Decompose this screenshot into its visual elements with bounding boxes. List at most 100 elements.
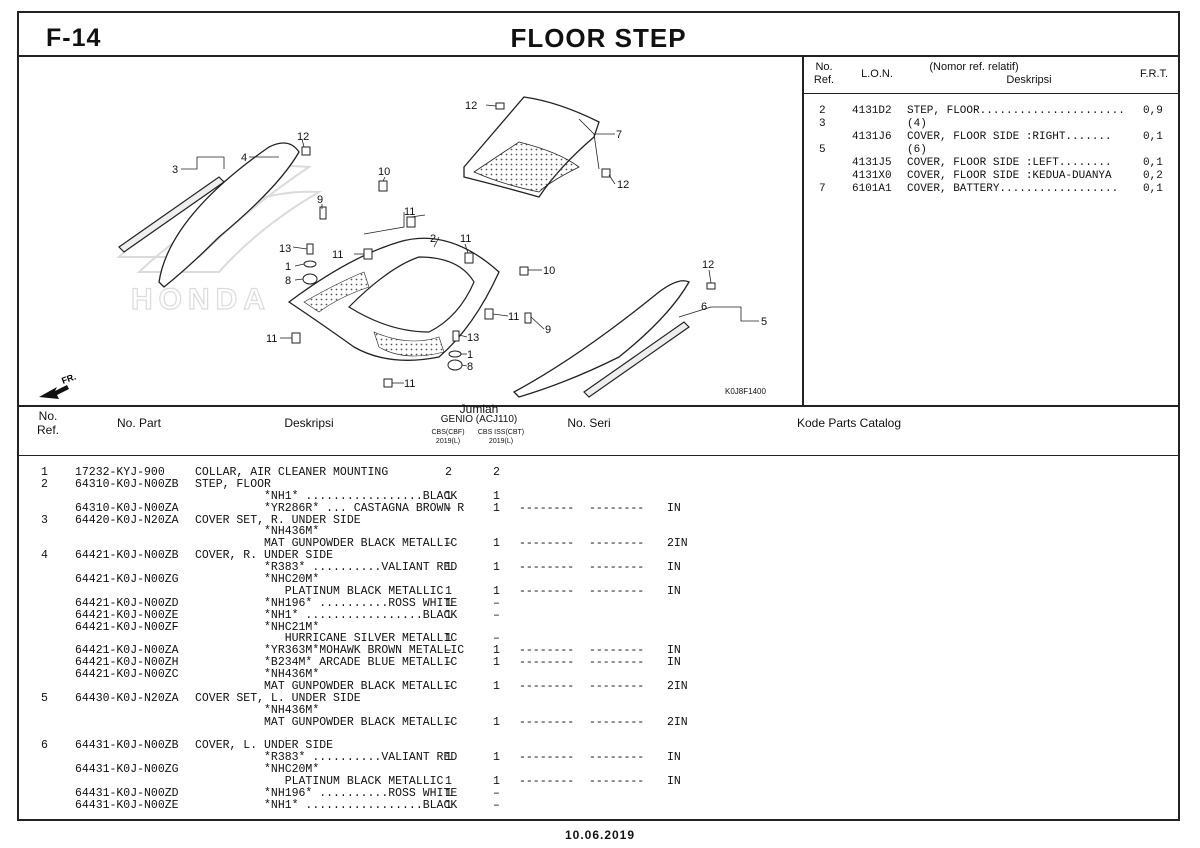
row-description: STEP, FLOOR bbox=[195, 477, 271, 491]
section-code: F-14 bbox=[46, 24, 102, 52]
bolt-12 bbox=[601, 168, 611, 178]
row-ref: 3 bbox=[41, 513, 48, 527]
callout-11: 11 bbox=[404, 206, 415, 218]
row-description: COLLAR, AIR CLEANER MOUNTING bbox=[195, 466, 389, 479]
row-qty-cbt: 1 bbox=[493, 644, 500, 658]
row-serial-from: -------- bbox=[519, 644, 575, 658]
callout-1: 1 bbox=[467, 349, 473, 361]
row-serial-from: -------- bbox=[519, 715, 575, 729]
row-part-number: 64431-K0J-N00ZE bbox=[75, 798, 179, 812]
row-serial-from: -------- bbox=[519, 584, 575, 598]
table-row: 64421-K0J-N00ZF *NHC21M* bbox=[19, 620, 1178, 634]
row-qty-cbt: – bbox=[493, 787, 500, 801]
table-row: 64421-K0J-N00ZG *NHC20M* bbox=[19, 574, 1178, 586]
table-row: 64431-K0J-N00ZE *NH1* .................B… bbox=[19, 798, 1178, 812]
row-qty-cbf: – bbox=[445, 501, 452, 515]
row-description: *B234M* ARCADE BLUE METALLIC bbox=[195, 656, 458, 670]
callout-3: 3 bbox=[172, 164, 178, 176]
page-title: FLOOR STEP bbox=[510, 23, 687, 53]
ref-row-desc: (4) bbox=[907, 118, 927, 130]
callout-10: 10 bbox=[378, 166, 390, 178]
floor-texture-right bbox=[373, 331, 445, 357]
row-part-number: 64421-K0J-N00ZF bbox=[75, 620, 179, 634]
callout-11: 11 bbox=[508, 311, 519, 323]
th-serial: No. Seri bbox=[567, 416, 611, 430]
row-qty-cbt: 1 bbox=[493, 751, 500, 765]
bolt-12 bbox=[301, 146, 311, 156]
row-description: COVER, R. UNDER SIDE bbox=[195, 549, 334, 563]
row-qty-cbf: 1 bbox=[445, 632, 452, 646]
row-serial-to: -------- bbox=[589, 775, 645, 789]
table-row: 64310-K0J-N00ZA *YR286R* ... CASTAGNA BR… bbox=[19, 501, 1178, 515]
row-qty-cbt: 1 bbox=[493, 656, 500, 670]
issue-date: 10.06.2019 bbox=[564, 828, 636, 842]
row-serial-from: -------- bbox=[519, 561, 575, 575]
row-qty-cbf: 1 bbox=[445, 584, 452, 598]
bolt-9 bbox=[319, 206, 327, 220]
ref-row-lon: 4131J6 bbox=[852, 131, 892, 143]
row-serial-to: -------- bbox=[589, 501, 645, 515]
row-description: *NH436M* bbox=[195, 525, 320, 539]
row-serial-to: -------- bbox=[589, 644, 645, 658]
row-ref: 5 bbox=[41, 691, 48, 705]
row-qty-cbt: 1 bbox=[493, 561, 500, 575]
row-serial-to: -------- bbox=[589, 751, 645, 765]
callout-11: 11 bbox=[404, 378, 415, 390]
row-qty-cbf: – bbox=[445, 537, 452, 551]
page-header: F-14 FLOOR STEP bbox=[19, 13, 1178, 57]
ref-lon-header: L.O.N. bbox=[861, 68, 893, 80]
th-part: No. Part bbox=[116, 416, 161, 430]
row-qty-cbt: 1 bbox=[493, 775, 500, 789]
row-qty-cbt: – bbox=[493, 798, 500, 812]
top-section: HONDA bbox=[19, 57, 1180, 407]
row-part-number: 64431-K0J-N00ZD bbox=[75, 787, 179, 801]
row-qty-cbt: 1 bbox=[493, 537, 500, 551]
table-row: 64421-K0J-N00ZH *B234M* ARCADE BLUE META… bbox=[19, 657, 1178, 669]
row-description: HURRICANE SILVER METALLIC bbox=[195, 632, 458, 646]
callout-10: 10 bbox=[543, 265, 555, 277]
row-serial-from: -------- bbox=[519, 680, 575, 694]
ref-row-frt: 0,1 bbox=[1143, 131, 1163, 143]
table-row: *NH436M* bbox=[19, 526, 1178, 538]
row-serial-from: -------- bbox=[519, 775, 575, 789]
row-catalog-code: IN bbox=[667, 501, 681, 515]
watermark-text: HONDA bbox=[131, 283, 271, 316]
row-ref: 6 bbox=[41, 739, 48, 753]
row-catalog-code: IN bbox=[667, 656, 681, 670]
ref-row-desc: COVER, FLOOR SIDE :KEDUA-DUANYA bbox=[907, 170, 1112, 182]
ref-row-frt: 0,1 bbox=[1143, 183, 1163, 195]
callout-11: 11 bbox=[332, 249, 343, 261]
table-row: 64421-K0J-N00ZC *NH436M* bbox=[19, 669, 1178, 681]
bolt-12 bbox=[495, 102, 505, 110]
row-serial-to: -------- bbox=[589, 537, 645, 551]
ref-row-desc: STEP, FLOOR...................... bbox=[907, 105, 1125, 117]
labor-reference-panel: No. Ref. L.O.N. (Nomor ref. relatif) Des… bbox=[804, 57, 1180, 405]
row-description: PLATINUM BLACK METALLIC bbox=[195, 584, 444, 598]
parts-illustration: HONDA bbox=[39, 96, 767, 399]
row-description: *NH1* .................BLACK bbox=[195, 608, 458, 622]
row-part-number: 64310-K0J-N00ZB bbox=[75, 477, 179, 491]
table-row: 64431-K0J-N00ZD *NH196* ..........ROSS W… bbox=[19, 788, 1178, 800]
row-part-number: 17232-KYJ-900 bbox=[75, 466, 165, 479]
fasteners bbox=[291, 102, 716, 388]
row-qty-cbf: – bbox=[445, 656, 452, 670]
ref-row-no: 3 bbox=[819, 118, 826, 130]
ref-ref-header: Ref. bbox=[813, 74, 835, 86]
row-qty-cbt: 1 bbox=[493, 680, 500, 694]
table-row: *NH436M* bbox=[19, 704, 1178, 717]
row-qty-cbf: 1 bbox=[445, 775, 452, 789]
row-description: *YR363M*MOHAWK BROWN METALLIC bbox=[195, 644, 465, 658]
front-direction-arrow: FR. bbox=[39, 372, 77, 399]
row-qty-cbf: 1 bbox=[445, 787, 452, 801]
th-desc: Deskripsi bbox=[284, 416, 334, 430]
bolt-12 bbox=[706, 282, 716, 290]
row-description: *NH196* ..........ROSS WHITE bbox=[195, 596, 458, 610]
ref-row-frt: 0,2 bbox=[1143, 170, 1163, 182]
